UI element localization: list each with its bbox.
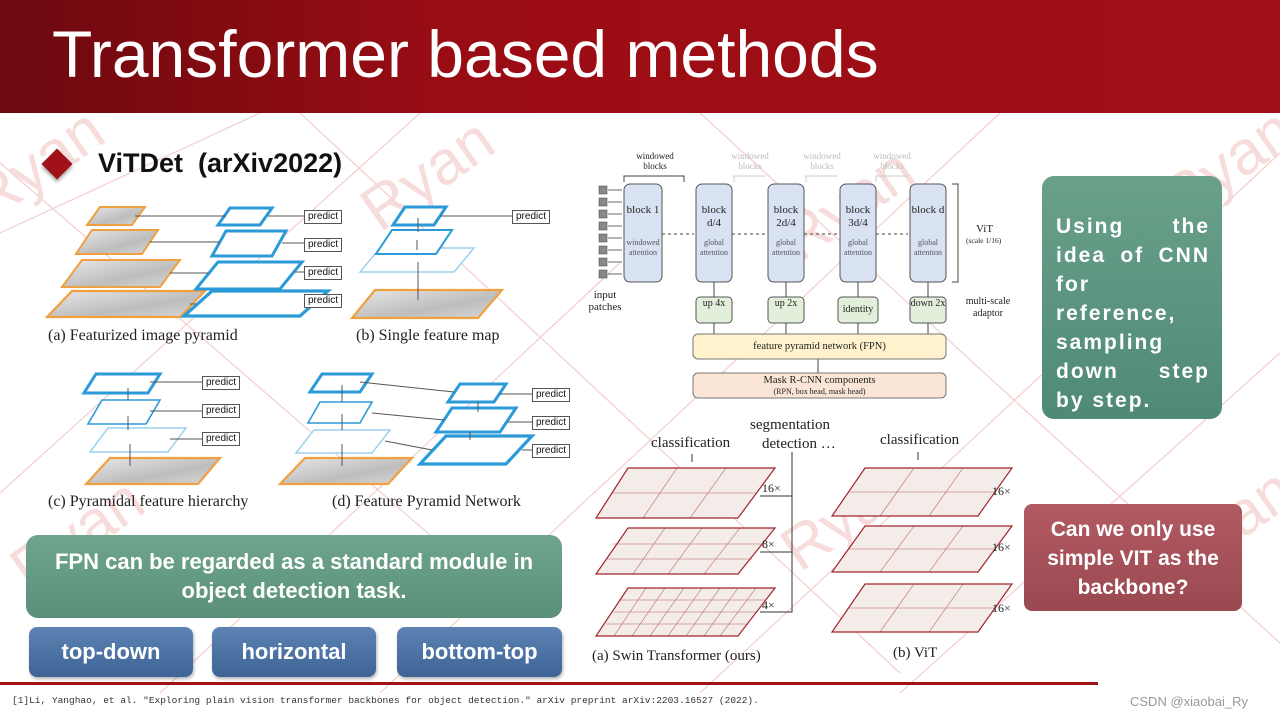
block-name: block 1 bbox=[626, 204, 660, 216]
adaptor-label: up 4x bbox=[702, 298, 726, 309]
svg-text:blocks: blocks bbox=[738, 161, 762, 171]
block-name: block d bbox=[911, 204, 945, 216]
cnn-idea-callout: Using the idea of CNN for reference, sam… bbox=[1042, 176, 1222, 419]
predict-label: predict bbox=[532, 388, 570, 402]
vit-backbone-question: Can we only use simple VIT as the backbo… bbox=[1024, 504, 1242, 611]
segmentation-label: segmentation bbox=[750, 417, 830, 433]
predict-label: predict bbox=[532, 444, 570, 458]
diagram-b bbox=[349, 205, 512, 320]
block-sub: global attention bbox=[844, 238, 872, 257]
block-sub: global attention bbox=[700, 238, 728, 257]
predict-label: predict bbox=[202, 376, 240, 390]
diagram-a bbox=[44, 206, 333, 319]
classification-label-right: classification bbox=[880, 432, 960, 448]
detection-label: detection … bbox=[762, 436, 836, 452]
mask-rcnn-label: Mask R-CNN components bbox=[763, 375, 876, 386]
top-down-pill: top-down bbox=[29, 627, 193, 677]
block-name: block 2d/4 bbox=[773, 204, 799, 229]
diagram-c bbox=[81, 372, 223, 486]
swin-vs-vit-diagram bbox=[594, 452, 1014, 637]
horizontal-pill: horizontal bbox=[212, 627, 376, 677]
scale-label: 16× bbox=[992, 540, 1011, 554]
reference-footnote: [1]Li, Yanghao, et al. "Exploring plain … bbox=[12, 695, 759, 706]
predict-label: predict bbox=[304, 210, 342, 224]
adaptor-label: up 2x bbox=[774, 298, 798, 309]
caption-c: (c) Pyramidal feature hierarchy bbox=[48, 493, 249, 510]
scale-label: 16× bbox=[762, 481, 781, 495]
svg-text:blocks: blocks bbox=[810, 161, 834, 171]
fpn-label: feature pyramid network (FPN) bbox=[753, 341, 886, 352]
section-heading: ViTDet (arXiv2022) bbox=[98, 148, 343, 178]
predict-label: predict bbox=[202, 404, 240, 418]
caption-d: (d) Feature Pyramid Network bbox=[332, 493, 521, 510]
mask-rcnn-sub-label: (RPN, box head, mask head) bbox=[773, 387, 866, 396]
svg-text:blocks: blocks bbox=[643, 161, 667, 171]
multiscale-adaptor-label: multi-scale adaptor bbox=[965, 296, 1011, 319]
predict-label: predict bbox=[304, 238, 342, 252]
bottom-top-pill: bottom-top bbox=[397, 627, 562, 677]
caption-a: (a) Featurized image pyramid bbox=[48, 327, 238, 344]
caption-swin: (a) Swin Transformer (ours) bbox=[592, 648, 761, 664]
svg-text:windowed: windowed bbox=[731, 151, 769, 161]
predict-label: predict bbox=[532, 416, 570, 430]
predict-label: predict bbox=[304, 294, 342, 308]
svg-text:blocks: blocks bbox=[880, 161, 904, 171]
svg-text:windowed: windowed bbox=[636, 151, 674, 161]
footer-divider bbox=[0, 682, 1098, 685]
adaptor-label: down 2x bbox=[910, 298, 946, 309]
classification-label-left: classification bbox=[651, 435, 731, 451]
block-sub: windowed attention bbox=[626, 238, 660, 257]
scale-label: 16× bbox=[992, 601, 1011, 615]
svg-text:windowed: windowed bbox=[803, 151, 841, 161]
input-patches-label: input patches bbox=[588, 289, 622, 313]
predict-label: predict bbox=[202, 432, 240, 446]
vit-scale-label: (scale 1/16) bbox=[966, 236, 1002, 245]
slide-title: Transformer based methods bbox=[52, 17, 879, 91]
block-name: block 3d/4 bbox=[845, 204, 871, 229]
block-sub: global attention bbox=[914, 238, 942, 257]
title-bar: Transformer based methods bbox=[0, 0, 1280, 113]
vit-label: ViT bbox=[976, 223, 994, 235]
source-credit: CSDN @xiaobai_Ry bbox=[1130, 694, 1248, 709]
adaptor-label: identity bbox=[842, 304, 874, 315]
fpn-callout: FPN can be regarded as a standard module… bbox=[26, 535, 562, 618]
predict-label: predict bbox=[304, 266, 342, 280]
scale-label: 4× bbox=[762, 598, 775, 612]
block-sub: global attention bbox=[772, 238, 800, 257]
scale-label: 16× bbox=[992, 484, 1011, 498]
diagram-d bbox=[277, 372, 536, 486]
block-name: block d/4 bbox=[701, 204, 727, 229]
predict-label: predict bbox=[512, 210, 550, 224]
caption-vit: (b) ViT bbox=[893, 645, 938, 661]
svg-text:windowed: windowed bbox=[873, 151, 911, 161]
caption-b: (b) Single feature map bbox=[356, 327, 500, 344]
scale-label: 8× bbox=[762, 537, 775, 551]
